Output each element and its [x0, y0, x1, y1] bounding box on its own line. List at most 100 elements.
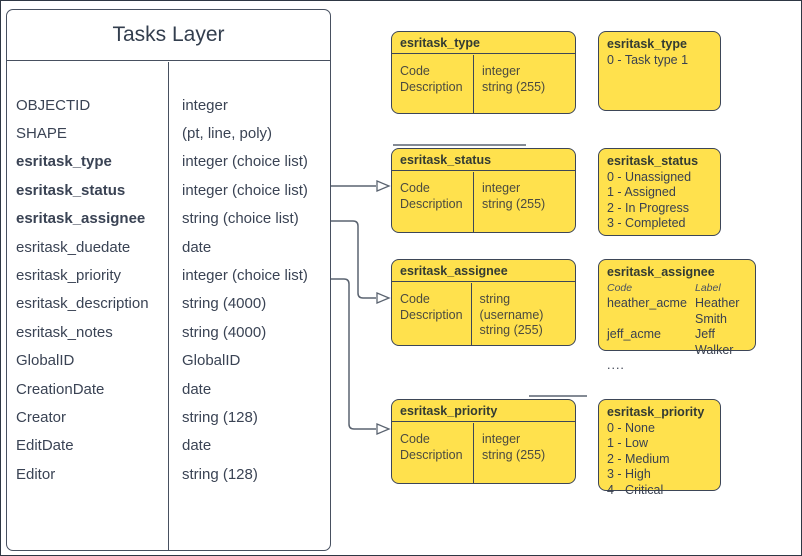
domain-table-esritask-status: esritask_status Code Description integer… [391, 148, 576, 233]
field-name: Editor [16, 465, 56, 483]
domain-field-name: Code [400, 432, 430, 446]
field-row: esritask_type integer (choice list) [7, 148, 330, 176]
field-name: esritask_notes [16, 323, 113, 341]
field-type: string (choice list) [182, 210, 299, 228]
field-row: esritask_duedate date [7, 233, 330, 261]
domain-field-name: Description [400, 196, 463, 211]
field-name: OBJECTID [16, 96, 91, 114]
connector-assignee [331, 220, 376, 299]
value-list-title: esritask_assignee [607, 265, 715, 279]
domain-table-esritask-type: esritask_type Code Description integer s… [391, 31, 576, 114]
arrowhead-icon [376, 180, 391, 192]
field-list: OBJECTID integer SHAPE (pt, line, poly) es… [7, 91, 330, 488]
domain-field-name: Description [400, 79, 463, 94]
connector-priority [331, 278, 376, 430]
domain-table-title: esritask_type [392, 32, 575, 54]
field-type: date [182, 238, 212, 256]
field-name: EditDate [16, 437, 74, 455]
field-name: esritask_status [16, 181, 126, 199]
value-list-esritask-type: esritask_type 0 - Task type 1 [598, 31, 721, 111]
domain-table-esritask-assignee: esritask_assignee Code Description strin… [391, 259, 576, 346]
domain-table-title: esritask_priority [392, 400, 575, 422]
tasks-layer-panel: Tasks Layer OBJECTID integer SHAPE (pt, li… [6, 9, 331, 551]
field-name: esritask_duedate [16, 238, 131, 256]
tasks-layer-title: Tasks Layer [7, 10, 330, 61]
field-row: esritask_notes string (4000) [7, 318, 330, 346]
field-name: GlobalID [16, 352, 75, 370]
field-name: esritask_description [16, 295, 149, 313]
value-list-esritask-priority: esritask_priority 0 - None 1 - Low 2 - M… [598, 399, 721, 497]
field-name: SHAPE [16, 125, 67, 143]
value-item-row: jeff_acme Jeff Walker [607, 327, 747, 358]
field-name: Creator [16, 408, 67, 426]
field-type: integer (choice list) [182, 181, 308, 199]
field-type: integer (choice list) [182, 267, 308, 285]
field-row: CreationDate date [7, 375, 330, 403]
field-row: esritask_priority integer (choice list) [7, 261, 330, 289]
field-type: date [182, 380, 212, 398]
field-row: OBJECTID integer [7, 91, 330, 119]
domain-field-type: string (255) [482, 79, 546, 94]
field-type: integer [182, 96, 228, 114]
field-type: date [182, 437, 212, 455]
value-label: Heather Smith [695, 296, 740, 326]
value-item: 2 - Medium [607, 451, 670, 466]
field-type: string (4000) [182, 323, 267, 341]
domain-table-title: esritask_status [392, 149, 575, 171]
domain-field-type: integer [482, 432, 521, 446]
value-code: heather_acme [607, 296, 687, 310]
field-row: Creator string (128) [7, 403, 330, 431]
field-row: EditDate date [7, 432, 330, 460]
field-row: GlobalID GlobalID [7, 347, 330, 375]
column-divider [168, 61, 169, 550]
arrowhead-icon [376, 292, 391, 304]
domain-field-name: Code [400, 64, 430, 78]
value-column-header: Label [695, 281, 721, 294]
value-item: 3 - High [607, 467, 651, 481]
domain-field-type: integer [482, 181, 521, 195]
value-list-header-row: Code Label [607, 281, 747, 297]
domain-table-esritask-priority: esritask_priority Code Description integ… [391, 399, 576, 484]
value-item: 4 - Critical [607, 482, 664, 497]
field-type: string (128) [182, 465, 258, 483]
value-more-ellipsis: .... [607, 358, 625, 372]
field-row: SHAPE (pt, line, poly) [7, 119, 330, 147]
value-item: 0 - Unassigned [607, 169, 692, 184]
field-type: integer (choice list) [182, 153, 308, 171]
field-name: esritask_priority [16, 267, 122, 285]
value-item: 2 - In Progress [607, 200, 689, 215]
value-label: Jeff Walker [695, 327, 734, 357]
value-code: jeff_acme [607, 327, 661, 341]
field-type: string (128) [182, 408, 258, 426]
arrowhead-icon [376, 423, 391, 435]
value-item: 0 - Task type 1 [607, 52, 689, 67]
field-row: Editor string (128) [7, 460, 330, 488]
field-type: (pt, line, poly) [182, 125, 273, 143]
field-row: esritask_status integer (choice list) [7, 176, 330, 204]
domain-field-type: integer [482, 64, 521, 78]
value-item-row: heather_acme Heather Smith [607, 296, 747, 327]
field-type: GlobalID [182, 352, 241, 370]
value-list-esritask-status: esritask_status 0 - Unassigned 1 - Assig… [598, 148, 721, 236]
value-item: 0 - None [607, 420, 655, 435]
field-name: CreationDate [16, 380, 105, 398]
value-list-esritask-assignee: esritask_assignee Code Label heather_acm… [598, 259, 756, 372]
domain-field-type: string (username) [479, 292, 544, 322]
value-list-title: esritask_status [607, 154, 699, 168]
domain-field-name: Description [400, 307, 463, 322]
domain-field-type: string (255) [482, 447, 546, 462]
value-item: 1 - Assigned [607, 185, 676, 199]
domain-field-name: Code [400, 292, 430, 306]
value-item: 1 - Low [607, 436, 648, 450]
value-item: 3 - Completed [607, 216, 686, 230]
domain-field-name: Description [400, 447, 463, 462]
value-column-header: Code [607, 281, 633, 294]
field-name: esritask_type [16, 153, 112, 171]
field-type: string (4000) [182, 295, 267, 313]
value-list-title: esritask_type [607, 37, 687, 51]
field-row: esritask_description string (4000) [7, 290, 330, 318]
domain-field-type: string (255) [482, 196, 546, 211]
value-list-title: esritask_priority [607, 405, 705, 419]
